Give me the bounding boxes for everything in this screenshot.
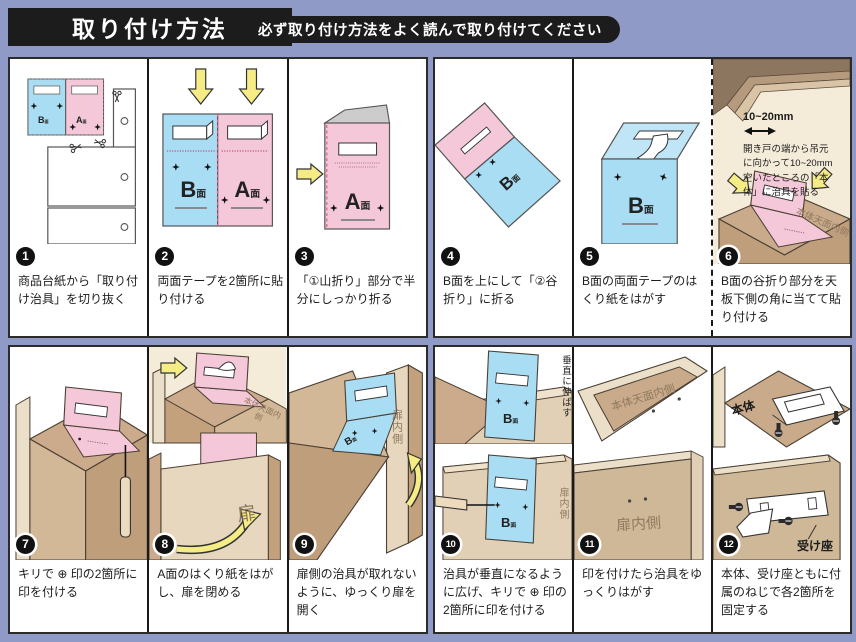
step-7-cell: 7 キリで ⊕ 印の2箇所に印を付ける <box>10 347 148 632</box>
receiver-plate <box>736 490 829 538</box>
arrow-down-left-icon <box>811 166 833 190</box>
step-6-caption: B面の谷折り部分を天板下側の角に当てて貼り付ける <box>721 274 842 324</box>
side-b-label: B面 <box>628 193 654 218</box>
door-inside-label: 扉内側 <box>615 514 662 535</box>
step-12-caption: 本体、受け座ともに付属のねじで各2箇所を固定する <box>721 567 842 617</box>
awl-tool <box>435 495 495 511</box>
arrow-down-icon <box>238 68 266 105</box>
step-8-caption: A面のはくり紙をはがし、扉を閉める <box>157 567 274 599</box>
door-inside-label: 扉内側 <box>390 409 403 445</box>
step-5-number: 5 <box>580 247 599 266</box>
step-3-cell: A面 3 「①山折り」部分で半分にしっかり折る <box>286 59 426 336</box>
side-b-label: B面 <box>501 515 517 530</box>
step-5-illustration <box>600 122 701 244</box>
arrow-down-right-icon <box>726 172 750 194</box>
awl-tool <box>119 445 131 538</box>
step-6-illustration <box>713 59 850 264</box>
step-4-caption: B面を上にして「②谷折り」に折る <box>443 274 558 306</box>
door-label: 扉 <box>236 502 258 527</box>
step-1-number: 1 <box>16 247 35 266</box>
gap-note-text: 開き戸の端から吊元に向かって10~20mm空いたところの「本体」に治具を貼る <box>743 144 833 198</box>
vertical-note-label: 垂直に伸ばす <box>560 355 571 418</box>
arrow-curved-icon <box>404 451 423 508</box>
step-11-illustration <box>574 356 709 560</box>
step-2-illustration <box>162 68 274 227</box>
step-12-illustration <box>713 366 850 560</box>
step-3-number: 3 <box>294 247 314 266</box>
fine-print <box>340 219 375 221</box>
step-9-cell: B面 扉内側 9 扉側の治具が取れないように、ゆっくり扉を開く <box>286 347 426 632</box>
side-b-label: B面 <box>180 177 207 202</box>
step-11-cell: 本体天面内側 扉内側 11 印を付けたら治具をゆっくりはがす <box>572 347 711 632</box>
fine-print <box>175 207 208 209</box>
step-10-illustration <box>435 350 572 560</box>
step-9-illustration <box>288 364 423 560</box>
side-a-label: A面 <box>76 115 87 125</box>
step-2-number: 2 <box>155 247 175 266</box>
door-inside-label: 扉内側 <box>557 487 568 520</box>
step-5-cell: B面 5 B面の両面テープのはくり紙をはがす <box>572 59 711 336</box>
side-b-label: B面 <box>503 411 519 426</box>
step-1-cell: B面 A面 1 商品台紙から「取り付け治具」を切り抜く <box>10 59 147 336</box>
step-3-illustration <box>296 104 390 230</box>
panel-steps-10-12: B面 垂直に伸ばす B面 扉内側 10 治具が垂直になるように広げ、キリで ⊕ … <box>433 345 852 634</box>
step-1-caption: 商品台紙から「取り付け治具」を切り抜く <box>18 274 139 306</box>
panel-steps-1-3: B面 A面 1 商品台紙から「取り付け治具」を切り抜く <box>8 57 428 338</box>
side-b-label: B面 <box>38 115 49 125</box>
screw-icon <box>832 411 841 425</box>
step-9-number: 9 <box>294 535 314 554</box>
step-7-caption: キリで ⊕ 印の2箇所に印を付ける <box>18 567 138 599</box>
side-a-label: A面 <box>344 189 371 214</box>
scissors-icon <box>112 90 122 103</box>
step-9-caption: 扉側の治具が取れないように、ゆっくり扉を開く <box>296 567 417 617</box>
gap-note: 10~20mm 開き戸の端から吊元に向かって10~20mm空いたところの「本体」… <box>743 111 837 200</box>
side-a-label: A面 <box>234 177 261 202</box>
step-2-caption: 両面テープを2箇所に貼り付ける <box>157 274 284 306</box>
step-2-cell: B面 A面 2 両面テープを2箇所に貼り付ける <box>147 59 286 336</box>
step-5-caption: B面の両面テープのはくり紙をはがす <box>582 274 698 306</box>
scissors-icon <box>94 138 107 149</box>
arrow-down-icon <box>187 68 215 105</box>
arrow-curved-icon <box>176 508 262 555</box>
step-10-caption: 治具が垂直になるように広げ、キリで ⊕ 印の2箇所に印を付ける <box>443 567 567 617</box>
step-6-cell: 10~20mm 開き戸の端から吊元に向かって10~20mm空いたところの「本体」… <box>711 59 850 336</box>
step-11-number: 11 <box>580 535 599 554</box>
step-10-cell: B面 垂直に伸ばす B面 扉内側 10 治具が垂直になるように広げ、キリで ⊕ … <box>435 347 572 632</box>
arrow-right-icon <box>296 162 324 186</box>
step-7-number: 7 <box>16 535 35 554</box>
fine-print <box>622 223 658 225</box>
panel-steps-7-9: 7 キリで ⊕ 印の2箇所に印を付ける <box>8 345 428 634</box>
step-3-caption: 「①山折り」部分で半分にしっかり折る <box>296 274 416 306</box>
range-arrow-icon <box>744 127 776 135</box>
step-12-number: 12 <box>719 535 738 554</box>
receiver-label: 受け座 <box>797 539 834 553</box>
step-11-caption: 印を付けたら治具をゆっくりはがす <box>582 567 703 599</box>
fine-print <box>231 207 264 209</box>
screw-icon <box>778 516 793 526</box>
step-10-number: 10 <box>441 535 460 554</box>
arrow-right-icon <box>160 356 189 380</box>
step-8-number: 8 <box>155 535 175 554</box>
step-6-number: 6 <box>719 247 738 266</box>
step-4-illustration <box>435 102 561 228</box>
step-8-cell: 本体天面内側 扉 8 A面のはくり紙をはがし、扉を閉める <box>147 347 287 632</box>
step-4-cell: B面 4 B面を上にして「②谷折り」に折る <box>435 59 572 336</box>
scissors-icon <box>69 143 82 154</box>
step-1-illustration <box>27 78 136 244</box>
step-7-illustration <box>15 386 148 560</box>
panel-steps-4-6: B面 4 B面を上にして「②谷折り」に折る B面 5 B面の両面テープのはくり紙… <box>433 57 852 338</box>
step-12-cell: 本体 受け座 12 本体、受け座ともに付属のねじで各2箇所を固定する <box>711 347 850 632</box>
screw-icon <box>774 423 783 437</box>
gap-label: 10~20mm <box>743 111 794 123</box>
step-8-illustration <box>149 347 287 560</box>
notice-banner: 必ず取り付け方法をよく読んで取り付けてください <box>240 16 620 43</box>
step-4-number: 4 <box>441 247 460 266</box>
screw-icon <box>728 502 743 512</box>
latch-body <box>771 386 845 426</box>
